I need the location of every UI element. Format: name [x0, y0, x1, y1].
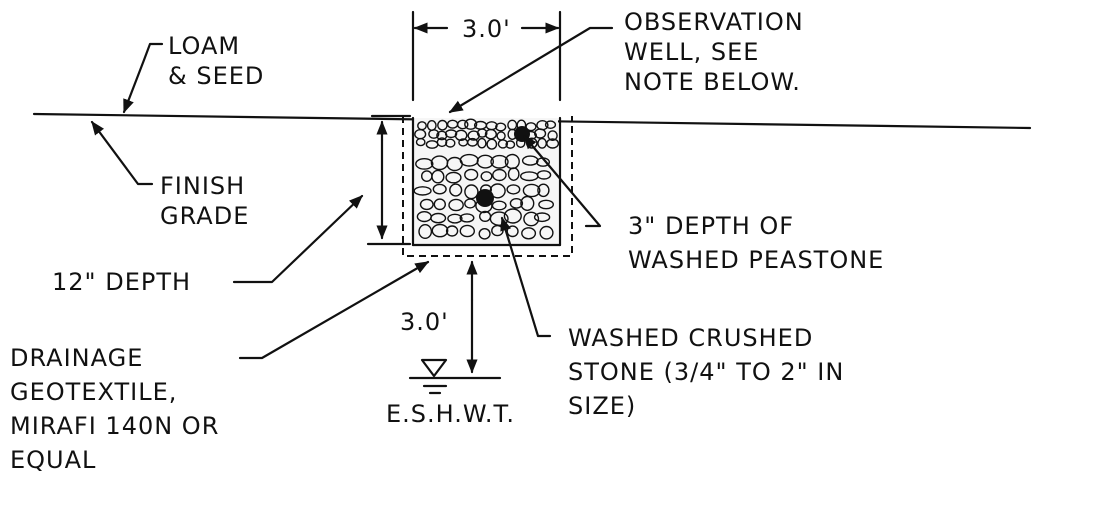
loam-label-line2: & SEED	[168, 62, 264, 90]
observation-well-callout: OBSERVATION WELL, SEE NOTE BELOW.	[448, 8, 804, 114]
trench-width-label: 3.0'	[462, 15, 511, 43]
depth-label: 12" DEPTH	[52, 268, 191, 296]
geotextile-label-line3: MIRAFI 140N OR	[10, 412, 219, 440]
observation-well-marker	[476, 189, 494, 207]
finish-label-line1: FINISH	[160, 172, 245, 200]
peastone-label-line2: WASHED PEASTONE	[628, 246, 884, 274]
trench-stone-fill	[413, 118, 560, 244]
loam-seed-callout: LOAM & SEED	[122, 32, 264, 114]
geotextile-callout: DRAINAGE GEOTEXTILE, MIRAFI 140N OR EQUA…	[10, 260, 430, 474]
water-table-label: E.S.H.W.T.	[386, 400, 515, 428]
water-table-symbol: E.S.H.W.T.	[386, 358, 515, 428]
finish-label-line2: GRADE	[160, 202, 249, 230]
peastone-label-line1: 3" DEPTH OF	[628, 212, 794, 240]
loam-label-line1: LOAM	[168, 32, 240, 60]
peastone-callout: 3" DEPTH OF WASHED PEASTONE	[522, 134, 884, 274]
observation-label-line3: NOTE BELOW.	[624, 68, 801, 96]
observation-label-line2: WELL, SEE	[624, 38, 759, 66]
geotextile-outline	[402, 116, 573, 257]
trench-walls	[411, 116, 562, 247]
geotextile-label-line4: EQUAL	[10, 446, 96, 474]
crushed-stone-callout: WASHED CRUSHED STONE (3/4" TO 2" IN SIZE…	[500, 216, 844, 420]
finish-grade-callout: FINISH GRADE	[90, 120, 249, 230]
crushed-label-line3: SIZE)	[568, 392, 636, 420]
geotextile-label-line1: DRAINAGE	[10, 344, 143, 372]
water-table-separation-dimension: 3.0'	[400, 260, 478, 374]
crushed-label-line1: WASHED CRUSHED	[568, 324, 813, 352]
depth-dimension: 12" DEPTH	[52, 114, 412, 296]
observation-label-line1: OBSERVATION	[624, 8, 804, 36]
geotextile-label-line2: GEOTEXTILE,	[10, 378, 177, 406]
separation-label: 3.0'	[400, 308, 449, 336]
trench-width-dimension: 3.0'	[411, 10, 562, 102]
crushed-label-line2: STONE (3/4" TO 2" IN	[568, 358, 844, 386]
